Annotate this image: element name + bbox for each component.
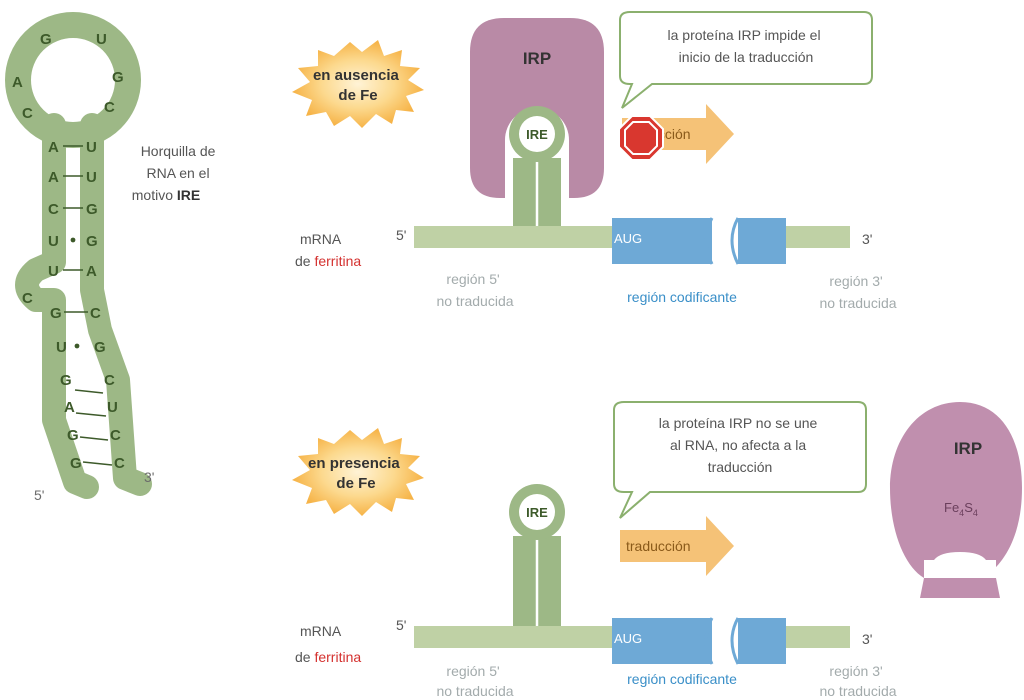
base: G <box>86 233 98 250</box>
base: U <box>56 339 67 356</box>
base: G <box>86 201 98 218</box>
base: U <box>86 139 97 156</box>
irp-protein-free <box>890 402 1022 598</box>
hairpin-loop <box>5 12 141 148</box>
panel-absence-fe: en ausencia de Fe IRP IRE la proteína IR… <box>292 11 897 311</box>
base-pairs <box>63 145 113 466</box>
base: A <box>48 169 59 186</box>
bubble-bottom-text: la proteína IRP no se une al RNA, no afe… <box>659 415 821 475</box>
region5-bottom: región 5' no traducida <box>436 663 513 699</box>
coding-region-top-b <box>738 218 786 264</box>
ferritin-label-bottom: de ferritina <box>295 649 361 665</box>
region3-top: región 3' no traducida <box>819 273 896 311</box>
end3-top: 3' <box>862 231 872 247</box>
base: U <box>96 31 107 48</box>
base: C <box>114 455 125 472</box>
coding-label-top: región codificante <box>627 289 737 305</box>
mrna-label-top: mRNA <box>300 231 342 247</box>
base: U <box>48 263 59 280</box>
bubble-top-text: la proteína IRP impide el inicio de la t… <box>668 27 825 65</box>
base: A <box>12 74 23 91</box>
base: C <box>22 290 33 307</box>
base: C <box>104 99 115 116</box>
base: G <box>60 372 72 389</box>
coding-region-bottom-a <box>612 618 712 664</box>
base: G <box>40 31 52 48</box>
fe4s4-label: Fe4S4 <box>944 500 978 518</box>
ire-hairpin: G U A G C C A A C U U C G U G A G G U U … <box>5 12 220 503</box>
base: A <box>86 263 97 280</box>
hairpin-loop-hole <box>37 44 109 116</box>
coding-region-bottom-b <box>738 618 786 664</box>
base: U <box>86 169 97 186</box>
ire-label-top: IRE <box>526 127 548 142</box>
translation-label-bottom: traducción <box>626 538 691 554</box>
end3-bottom: 3' <box>862 631 872 647</box>
burst-presence <box>292 428 424 516</box>
base: C <box>22 105 33 122</box>
base: A <box>48 139 59 156</box>
condition-presence: en presencia de Fe <box>308 455 404 492</box>
base: C <box>90 305 101 322</box>
condition-absence: en ausencia de Fe <box>313 67 403 104</box>
hairpin-3-end: 3' <box>144 469 154 485</box>
base: C <box>110 427 121 444</box>
bubble-top <box>619 11 873 109</box>
mrna-5utr-bottom <box>414 626 612 648</box>
mrna-label-bottom: mRNA <box>300 623 342 639</box>
region5-top: región 5' no traducida <box>436 271 513 309</box>
base: G <box>94 339 106 356</box>
base: U <box>48 233 59 250</box>
hairpin-caption: Horquilla de RNA en el motivo IRE <box>132 143 220 203</box>
base: C <box>48 201 59 218</box>
end5-bottom: 5' <box>396 617 406 633</box>
base: G <box>67 427 79 444</box>
hairpin-left-strand <box>15 113 99 499</box>
base: U <box>107 399 118 416</box>
base: G <box>112 69 124 86</box>
bubble-bottom <box>613 401 867 519</box>
mrna-3utr-top <box>786 226 850 248</box>
aug-bottom: AUG <box>614 631 642 646</box>
base: C <box>104 372 115 389</box>
base: A <box>64 399 75 416</box>
irp-label-free: IRP <box>954 439 982 458</box>
irp-free-pocket <box>924 560 996 578</box>
translation-arrow-bottom <box>620 516 734 576</box>
hairpin-5-end: 5' <box>34 487 44 503</box>
base: G <box>50 305 62 322</box>
burst-absence <box>292 40 424 128</box>
end5-top: 5' <box>396 227 406 243</box>
ferritin-label-top: de ferritina <box>295 253 361 269</box>
hairpin-right-strand <box>80 113 152 496</box>
stop-sign-icon <box>618 115 664 161</box>
coding-label-bottom: región codificante <box>627 671 737 687</box>
mrna-3utr-bottom <box>786 626 850 648</box>
region3-bottom: región 3' no traducida <box>819 663 896 699</box>
irp-label-top: IRP <box>523 49 551 68</box>
base: G <box>70 455 82 472</box>
aug-top: AUG <box>614 231 642 246</box>
panel-presence-fe: en presencia de Fe la proteína IRP no se… <box>292 401 1022 699</box>
mrna-5utr-top <box>414 226 612 248</box>
ire-label-bottom: IRE <box>526 505 548 520</box>
coding-region-top-a <box>612 218 712 264</box>
